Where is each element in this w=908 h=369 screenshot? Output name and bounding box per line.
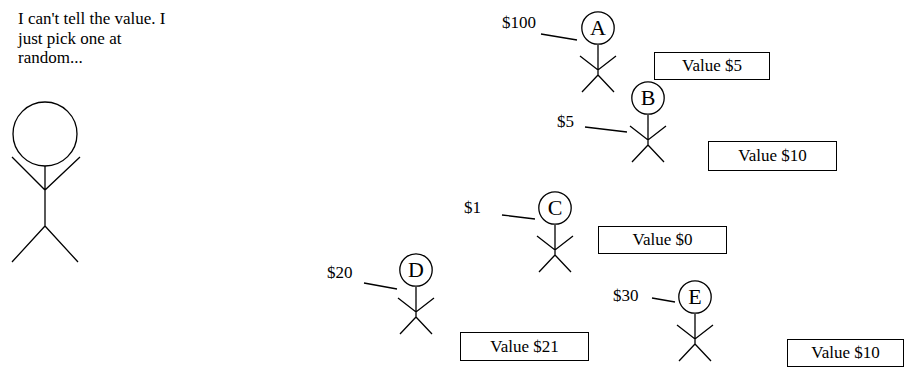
price-label: $5 bbox=[557, 113, 574, 132]
value-box: Value $0 bbox=[598, 226, 727, 254]
figure-body bbox=[630, 115, 666, 162]
figure-body bbox=[398, 287, 434, 334]
speech-note: I can't tell the value. I just pick one … bbox=[18, 9, 168, 68]
value-text: Value $10 bbox=[738, 146, 806, 166]
chooser-body bbox=[12, 157, 80, 262]
leader-line bbox=[364, 34, 675, 302]
value-box: Value $10 bbox=[708, 141, 837, 171]
price-label: $20 bbox=[327, 264, 353, 283]
figure-body bbox=[580, 45, 616, 92]
figure-letter: E bbox=[688, 284, 701, 310]
figure-head: D bbox=[399, 253, 433, 287]
figure-head: B bbox=[631, 81, 665, 115]
figure-body bbox=[537, 225, 573, 272]
figure-letter: C bbox=[548, 195, 563, 221]
value-box: Value $5 bbox=[654, 52, 770, 80]
price-label: $30 bbox=[613, 287, 639, 306]
figure-letter: B bbox=[641, 85, 656, 111]
price-label: $1 bbox=[464, 199, 481, 218]
price-label: $100 bbox=[502, 14, 536, 33]
value-box: Value $10 bbox=[787, 339, 904, 367]
figure-head: C bbox=[538, 191, 572, 225]
chooser-head bbox=[13, 102, 77, 166]
figure-letter: A bbox=[590, 15, 606, 41]
value-text: Value $10 bbox=[811, 343, 879, 363]
figure-head: A bbox=[581, 11, 615, 45]
value-text: Value $0 bbox=[633, 230, 693, 250]
value-text: Value $5 bbox=[682, 56, 742, 76]
figure-letter: D bbox=[408, 257, 424, 283]
value-box: Value $21 bbox=[460, 332, 589, 361]
figure-body bbox=[677, 314, 713, 361]
value-text: Value $21 bbox=[490, 337, 558, 357]
figure-head: E bbox=[678, 280, 712, 314]
